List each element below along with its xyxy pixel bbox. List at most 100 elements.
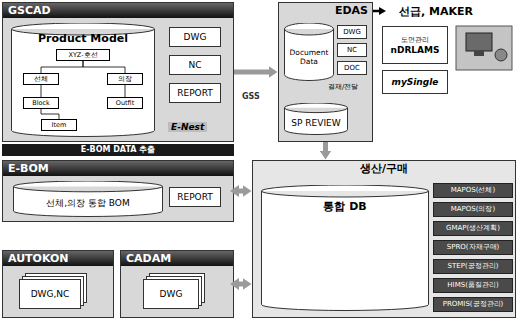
- tree-line: [125, 85, 126, 97]
- tree-node: XYZ-호선: [56, 49, 110, 61]
- flow-arrow: [323, 142, 328, 151]
- product-model-db: Product ModelXYZ-호선선체 의장 Outfit BlockItem: [11, 23, 155, 137]
- node-text: DWG: [160, 289, 183, 299]
- document-stack: DWG,NC: [19, 279, 81, 309]
- node-text: mySingle: [392, 77, 439, 87]
- node-text: Document Data: [286, 48, 332, 66]
- node-text: STEP(공정관리): [448, 263, 499, 270]
- output-box: DWG: [169, 27, 221, 47]
- system-panel: E-BOM 선체,의장 통합 BOM REPORT: [2, 160, 234, 222]
- node-text: DWG: [343, 28, 361, 36]
- system-panel: EDAS Document Data DWG NC DOC SP REVIEW: [278, 2, 373, 142]
- tree-line: [41, 85, 42, 97]
- node-text: DOC: [344, 64, 360, 72]
- node-text: SPRO(자재구매): [447, 244, 500, 251]
- integrated-db: 통합 DB: [261, 185, 429, 311]
- system-item: MAPOS(선체): [433, 183, 513, 198]
- tree-node: 의장: [107, 73, 143, 85]
- label-holder: 결재/전달: [328, 82, 358, 92]
- node-text: GMAP(생산계획): [446, 225, 500, 232]
- output-box: REPORT: [169, 187, 221, 207]
- system-item: MAPOS(의장): [433, 202, 513, 217]
- node-text: E-BOM DATA 추출: [81, 146, 155, 154]
- node-text: nDRLAMS: [391, 45, 440, 55]
- system-panel: GSCAD Product ModelXYZ-호선선체 의장 Outfit BlockI…: [2, 2, 234, 142]
- module-tag: E-Nest: [168, 122, 207, 132]
- node-text: Outfit: [116, 100, 134, 107]
- node-text: SP REVIEW: [291, 118, 340, 128]
- flow-note: 결재/전달: [328, 82, 358, 92]
- tree-node: Outfit: [107, 97, 143, 109]
- system-item: PROMIS(공정관리): [433, 297, 513, 312]
- node-text: 선체,의장 통합 BOM: [46, 197, 129, 210]
- tree-node: Block: [23, 97, 59, 109]
- system-panel: AUTOKON DWG,NC: [2, 250, 114, 318]
- system-item: SPRO(자재구매): [433, 240, 513, 255]
- node-text: Product Model: [11, 32, 155, 45]
- node-text: DWG: [184, 32, 207, 42]
- output-box: NC: [169, 55, 221, 75]
- system-item: STEP(공정관리): [433, 259, 513, 274]
- node-text: 선급, MAKER: [399, 4, 473, 19]
- picture-frame: [456, 26, 512, 70]
- output-box: NC: [337, 43, 367, 57]
- tree-line: [83, 61, 125, 73]
- tree-node: Item: [41, 119, 77, 131]
- node-text: 의장: [118, 76, 132, 83]
- node-text: CADAM: [121, 251, 233, 266]
- node-text: DWG,NC: [31, 289, 70, 299]
- cylinder-path: [285, 23, 334, 81]
- cylinder-path: [14, 181, 163, 217]
- flow-arrow: [239, 189, 244, 194]
- output-box: DOC: [337, 61, 367, 75]
- node-text: MAPOS(의장): [451, 206, 495, 213]
- node-text: GSCAD: [3, 3, 233, 18]
- person-icon: [495, 49, 507, 61]
- node-text: NC: [188, 60, 201, 70]
- system-panel: 생산/구매통합 DB MAPOS(선체) MAPOS(의장) GMAP(생산계획) SP…: [252, 160, 516, 318]
- cylinder-path: [262, 185, 429, 311]
- node-text: REPORT: [177, 192, 213, 202]
- cylinder-path: [285, 103, 348, 135]
- review-db: SP REVIEW: [284, 103, 348, 135]
- flow-arrow: [373, 10, 380, 13]
- tree-line: [41, 109, 59, 119]
- system-item: HIMS(품질관리): [433, 278, 513, 293]
- document-db: Document Data: [284, 23, 334, 81]
- tree-node: 선체: [23, 73, 59, 85]
- node-text: 생산/구매: [253, 161, 515, 176]
- node-text: Block: [32, 100, 50, 107]
- monitor-stand: [474, 51, 484, 56]
- node-text: 선체: [34, 76, 48, 83]
- node-text: MAPOS(선체): [451, 187, 495, 194]
- target-title: 선급, MAKER: [386, 2, 486, 20]
- data-band: E-BOM DATA 추출: [2, 144, 234, 156]
- cylinder-path: [12, 23, 155, 137]
- flow-arrow: [239, 282, 244, 287]
- flow-arrow: [234, 70, 269, 75]
- node-text: XYZ-호선: [68, 52, 97, 59]
- node-text: E-BOM: [3, 161, 233, 176]
- node-text: AUTOKON: [3, 251, 113, 266]
- system-item: GMAP(생산계획): [433, 221, 513, 236]
- node-text: NC: [347, 46, 357, 54]
- node-text: Item: [52, 122, 67, 129]
- node-text: 통합 DB: [323, 199, 366, 214]
- node-text: PROMIS(공정관리): [443, 301, 504, 308]
- label-holder: E-Nest: [168, 122, 207, 132]
- bom-db: 선체,의장 통합 BOM: [13, 181, 163, 217]
- node-text: HIMS(품질관리): [447, 282, 498, 289]
- node-text: 도면관리: [401, 35, 429, 45]
- node-text: EDAS: [279, 3, 372, 18]
- label-holder: GSS: [242, 92, 260, 101]
- interface-tag: GSS: [242, 92, 260, 101]
- document-stack: DWG: [143, 279, 199, 309]
- service-box: mySingle: [382, 70, 448, 94]
- node-text: REPORT: [177, 88, 213, 98]
- output-box: DWG: [337, 25, 367, 39]
- monitor-icon: [466, 33, 492, 51]
